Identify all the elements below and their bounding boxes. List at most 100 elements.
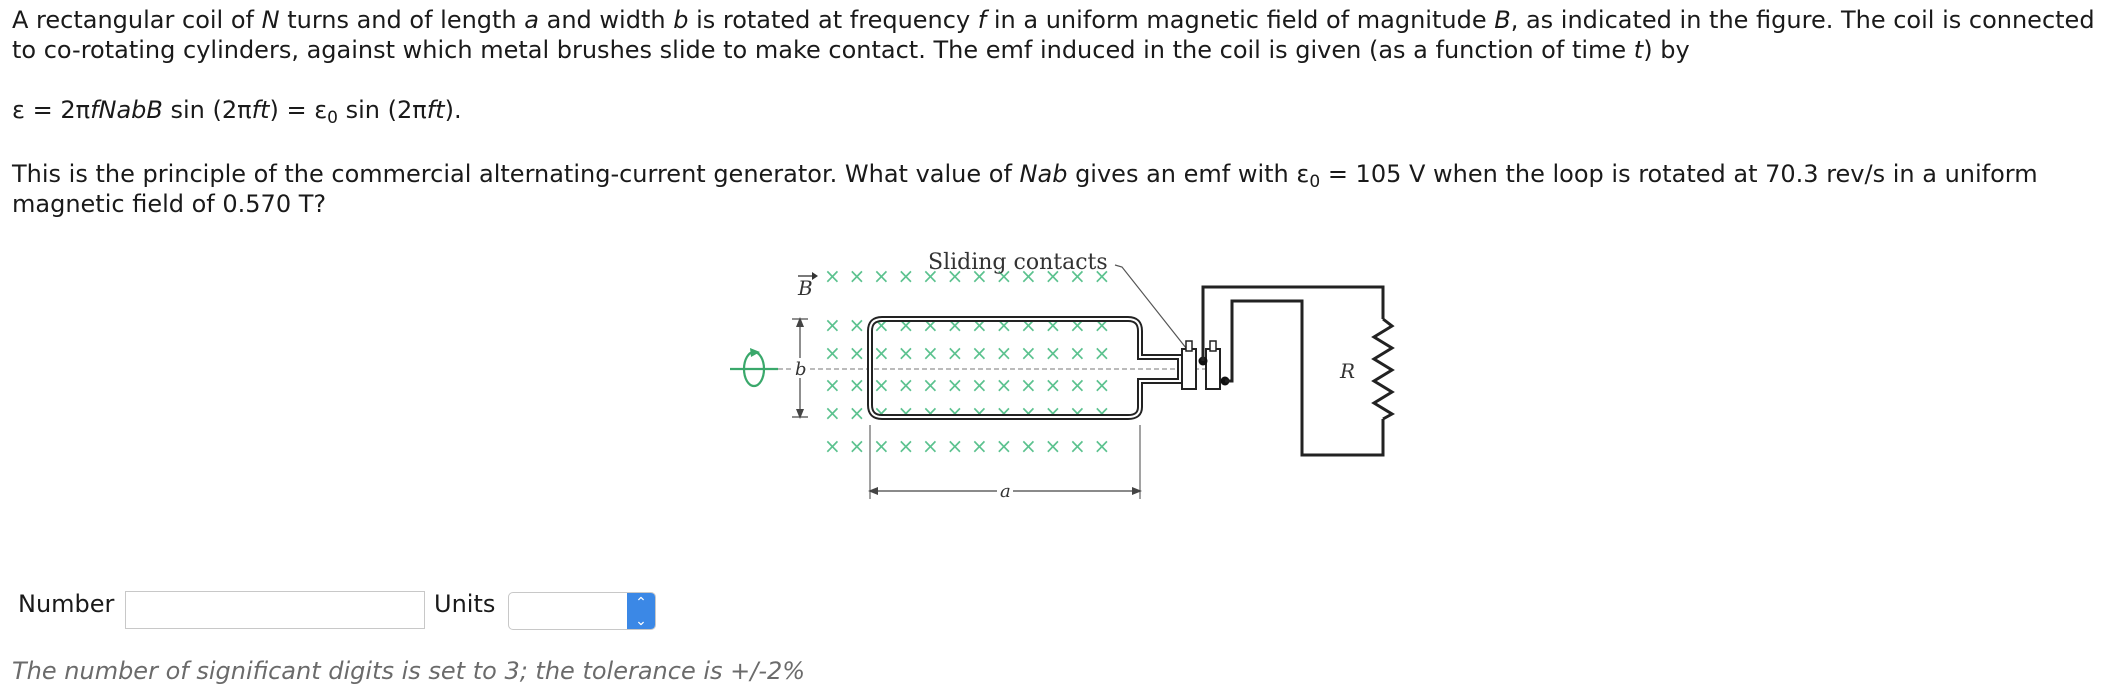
a-label-background [997, 481, 1013, 499]
circuit-wire-inner [1225, 299, 1385, 457]
brush-left [1185, 340, 1193, 352]
field-x-mark: × [1045, 373, 1062, 397]
var-f: f [977, 6, 987, 34]
field-x-mark: × [947, 401, 964, 425]
rotation-arrow-icon [730, 348, 778, 388]
field-x-mark: × [996, 401, 1013, 425]
field-x-mark: × [898, 264, 915, 288]
field-x-mark: × [1094, 434, 1111, 458]
text-span: = 105 V when the loop is rotated at 70.3… [1320, 160, 2038, 188]
circuit-wire-outer [1201, 285, 1385, 361]
field-x-mark: × [1020, 341, 1037, 365]
text-span: This is the principle of the commercial … [12, 160, 1020, 188]
field-x-mark: × [1020, 434, 1037, 458]
var-ft: ft [426, 96, 445, 124]
sliding-contacts-label: Sliding contacts [928, 250, 1108, 275]
slip-ring-right [1205, 348, 1221, 390]
var-ft: ft [251, 96, 270, 124]
field-x-mark: × [1094, 401, 1111, 425]
field-x-mark: × [1045, 264, 1062, 288]
subscript: 0 [1309, 172, 1321, 192]
field-x-mark: × [1069, 341, 1086, 365]
text-span: sin (2π [338, 96, 427, 124]
var-t: t [1633, 36, 1644, 64]
field-x-mark: × [1020, 264, 1037, 288]
field-x-mark: × [824, 341, 841, 365]
field-x-mark: × [971, 434, 988, 458]
tolerance-hint: The number of significant digits is set … [12, 657, 806, 685]
field-x-mark: × [849, 264, 866, 288]
units-label: Units [434, 590, 496, 618]
B-vector-arrowhead [812, 272, 818, 280]
text-span: in a uniform magnetic field of magnitude [986, 6, 1495, 34]
text-span: gives an emf with ε [1067, 160, 1310, 188]
B-label: B [797, 276, 813, 300]
text-span: ) = ε [269, 96, 328, 124]
field-x-mark: × [849, 341, 866, 365]
field-x-mark: × [1045, 341, 1062, 365]
field-x-mark: × [922, 264, 939, 288]
field-x-mark: × [996, 264, 1013, 288]
var-fNabB: fNabB [90, 96, 163, 124]
field-x-mark: × [1094, 264, 1111, 288]
field-x-mark: × [873, 341, 890, 365]
text-span: sin (2π [162, 96, 252, 124]
number-label: Number [18, 590, 115, 618]
field-x-mark: × [922, 401, 939, 425]
text-span: turns and of length [279, 6, 525, 34]
field-x-mark: × [849, 401, 866, 425]
field-x-mark: × [996, 341, 1013, 365]
field-x-mark: × [922, 341, 939, 365]
field-x-mark: × [1069, 434, 1086, 458]
field-x-mark: × [849, 434, 866, 458]
problem-text-paragraph-1: A rectangular coil of N turns and of len… [12, 5, 2095, 65]
var-N: N [261, 6, 280, 34]
text-span: is rotated at frequency [688, 6, 978, 34]
a-arrowhead-right [1132, 487, 1142, 495]
field-x-mark: × [1069, 401, 1086, 425]
var-b: b [673, 6, 689, 34]
generator-figure: × × × × × × × × × × × × × × × × × × × × × × × × × × × × × × × × × × × × × × × ×… [730, 250, 1395, 502]
field-x-mark: × [898, 341, 915, 365]
field-x-mark: × [1069, 264, 1086, 288]
text-span: to co-rotating cylinders, against which … [12, 36, 1634, 64]
units-dropdown[interactable]: ⌃⌃ [508, 592, 656, 630]
field-x-mark: × [898, 401, 915, 425]
sliding-contacts-leader [1114, 264, 1191, 354]
resistor-zigzag [1371, 317, 1395, 421]
a-arrowhead-left [868, 487, 878, 495]
field-x-mark: × [1045, 401, 1062, 425]
field-x-mark: × [971, 401, 988, 425]
field-x-mark: × [971, 341, 988, 365]
field-x-mark: × [996, 434, 1013, 458]
field-x-mark: × [971, 264, 988, 288]
slip-ring-left [1181, 348, 1197, 390]
field-x-mark: × [1069, 373, 1086, 397]
a-label: a [1000, 481, 1011, 502]
text-span: , as indicated in the figure. The coil i… [1510, 6, 2095, 34]
field-x-mark: × [824, 373, 841, 397]
field-x-mark: × [824, 313, 841, 337]
field-x-mark: × [1094, 341, 1111, 365]
text-span: ). [444, 96, 462, 124]
var-B: B [1494, 6, 1511, 34]
coil-inner [869, 318, 1181, 418]
b-arrowhead-top [796, 317, 804, 327]
field-x-mark: × [947, 341, 964, 365]
magnetic-field-marks: × × × × × × × × × × × × × × × × × × × × × × × × × × × × × × × × × × × × × × × ×… [824, 264, 1110, 458]
field-x-mark: × [1045, 434, 1062, 458]
field-x-mark: × [947, 264, 964, 288]
subscript: 0 [327, 108, 338, 128]
problem-text-paragraph-2: This is the principle of the commercial … [12, 159, 2038, 219]
field-x-mark: × [922, 434, 939, 458]
emf-equation: ε = 2πfNabB sin (2πft) = ε0 sin (2πft). [12, 95, 462, 128]
field-x-mark: × [898, 434, 915, 458]
field-x-mark: × [1020, 401, 1037, 425]
R-label: R [1339, 359, 1355, 383]
dropdown-chevron-icon[interactable]: ⌃⌃ [627, 593, 655, 629]
text-span: ) by [1643, 36, 1690, 64]
var-a: a [524, 6, 539, 34]
number-input[interactable] [125, 591, 425, 629]
text-span: A rectangular coil of [12, 6, 262, 34]
text-span: and width [539, 6, 674, 34]
